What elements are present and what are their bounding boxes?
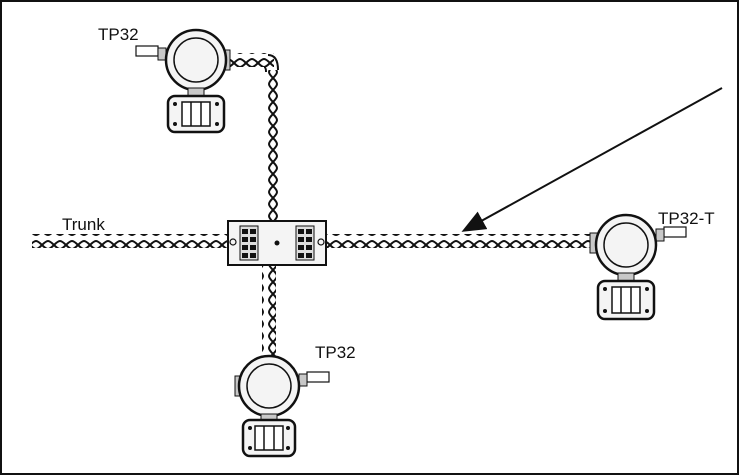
cable-spur-top bbox=[226, 53, 279, 220]
junction-block bbox=[227, 220, 327, 266]
label-device-bottom: TP32 bbox=[315, 343, 356, 362]
pointer-arrow bbox=[461, 87, 723, 232]
label-trunk: Trunk bbox=[62, 215, 105, 234]
terminal-strip-left bbox=[239, 225, 259, 261]
transmitter-right bbox=[589, 213, 687, 321]
cable-spur-bottom bbox=[262, 266, 276, 356]
transmitter-top bbox=[135, 28, 231, 134]
label-device-top: TP32 bbox=[98, 25, 139, 44]
cable-trunk-right bbox=[326, 234, 592, 248]
transmitter-bottom bbox=[234, 354, 330, 458]
cable-trunk-left bbox=[32, 234, 228, 248]
terminal-strip-right bbox=[295, 225, 315, 261]
label-device-right: TP32-T bbox=[658, 209, 715, 228]
